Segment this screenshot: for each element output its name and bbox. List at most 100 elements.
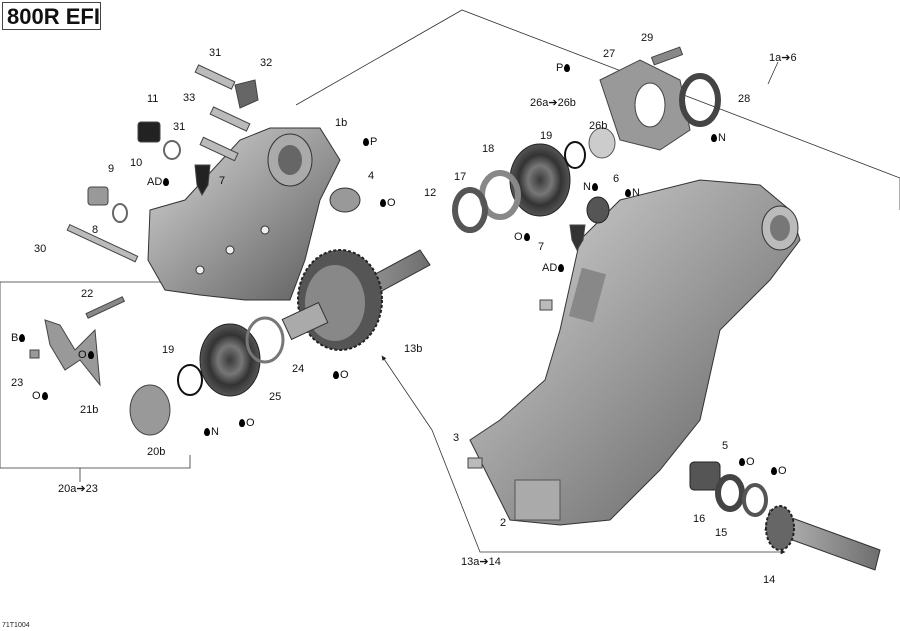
lubricant-label: N — [203, 426, 219, 438]
part-callout: 15 — [715, 527, 728, 539]
part-callout: 11 — [147, 93, 159, 105]
part-callout: 1b — [335, 117, 348, 129]
part-callout: 19 — [540, 130, 553, 142]
model-title-box: 800R EFI — [2, 2, 101, 30]
lubricant-code: B — [11, 332, 19, 344]
oil-drop-icon — [739, 458, 745, 466]
lubricant-label: P — [362, 136, 377, 148]
figure-id: 71T1004 — [2, 622, 30, 629]
part-callout: 17 — [454, 171, 467, 183]
oil-drop-icon — [771, 467, 777, 475]
lubricant-label: O — [78, 349, 95, 361]
lubricant-label: O — [379, 197, 396, 209]
lubricant-code: O — [340, 369, 349, 381]
part-callout: 24 — [292, 363, 305, 375]
model-title: 800R EFI — [7, 4, 100, 29]
part-callout: 16 — [693, 513, 706, 525]
part-callout: 7 — [538, 241, 545, 253]
part-callout: 18 — [482, 143, 495, 155]
lubricant-label: O — [238, 417, 255, 429]
part-callout: 30 — [34, 243, 47, 255]
part-callout: 19 — [162, 344, 175, 356]
fasteners — [29, 64, 586, 469]
lubricant-label: O — [332, 369, 349, 381]
lubricant-code: O — [514, 231, 523, 243]
part-callout: 23 — [11, 377, 24, 389]
lubricant-code: O — [746, 456, 755, 468]
lubricant-label: N — [583, 181, 599, 193]
part-callout: 6 — [613, 173, 620, 185]
part-callout: 2 — [500, 517, 507, 529]
lubricant-label: N — [710, 132, 726, 144]
lubricant-code: O — [778, 465, 787, 477]
lubricant-label: AD — [542, 262, 565, 274]
group-range-label: 13a➔14 — [461, 556, 501, 568]
part-callout: 7 — [219, 175, 226, 187]
group-range-label: 20a➔23 — [58, 483, 98, 495]
lubricant-label: AD — [147, 176, 170, 188]
oil-drop-icon — [239, 419, 245, 427]
lubricant-code: O — [387, 197, 396, 209]
oil-drop-icon — [19, 334, 26, 342]
lubricant-code: O — [32, 390, 41, 402]
lubricant-label: O — [514, 231, 531, 243]
oil-drop-icon — [333, 371, 339, 379]
part-callout: 22 — [81, 288, 94, 300]
part-callout: 28 — [738, 93, 751, 105]
oil-drop-icon — [591, 183, 598, 191]
lubricant-label: O — [32, 390, 49, 402]
right-gearbox-housing — [469, 179, 801, 526]
lubricant-label: P — [556, 62, 571, 74]
lubricant-code: N — [632, 187, 640, 199]
oil-drop-icon — [204, 428, 210, 436]
oil-drop-icon — [558, 264, 565, 272]
oil-drop-icon — [163, 178, 170, 186]
part-callout: 20b — [147, 446, 166, 458]
oil-drop-icon — [625, 189, 631, 197]
part-callout: 31 — [209, 47, 222, 59]
oil-drop-icon — [380, 199, 386, 207]
group-range-label: 1a➔6 — [769, 52, 797, 64]
part-callout: 26a➔26b — [530, 97, 576, 109]
lubricant-label: N — [624, 187, 640, 199]
oil-drop-icon — [41, 392, 48, 400]
lubricant-label: O — [770, 465, 787, 477]
bearings-and-seals — [129, 46, 768, 517]
oil-drop-icon — [711, 134, 717, 142]
part-callout: 27 — [603, 48, 616, 60]
part-callout: 10 — [130, 157, 143, 169]
lubricant-code: AD — [147, 176, 163, 188]
part-callout: 26b — [589, 120, 608, 132]
lubricant-code: AD — [542, 262, 558, 274]
part-callout: 13b — [404, 343, 423, 355]
lubricant-code: N — [718, 132, 726, 144]
pinion-shaft — [764, 505, 881, 571]
part-callout: 12 — [424, 187, 437, 199]
part-callout: 14 — [763, 574, 776, 586]
part-callout: 25 — [269, 391, 282, 403]
part-callout: 21b — [80, 404, 99, 416]
part-callout: 32 — [260, 57, 273, 69]
part-callout: 3 — [453, 432, 460, 444]
lubricant-label: O — [738, 456, 755, 468]
lubricant-code: N — [583, 181, 591, 193]
part-callout: 9 — [108, 163, 115, 175]
part-callout: 33 — [183, 92, 196, 104]
oil-drop-icon — [363, 138, 369, 146]
lubricant-code: P — [556, 62, 564, 74]
part-callout: 4 — [368, 170, 375, 182]
lubricant-code: O — [78, 349, 87, 361]
lubricant-label: B — [11, 332, 26, 344]
left-gearbox-housing — [147, 127, 341, 301]
lubricant-code: O — [246, 417, 255, 429]
oil-drop-icon — [564, 64, 571, 72]
part-callout: 5 — [722, 440, 729, 452]
part-callout: 31 — [173, 121, 186, 133]
oil-drop-icon — [523, 233, 530, 241]
lubricant-code: P — [370, 136, 378, 148]
lubricant-code: N — [211, 426, 219, 438]
part-callout: 8 — [92, 224, 99, 236]
part-callout: 29 — [641, 32, 654, 44]
oil-drop-icon — [87, 351, 94, 359]
